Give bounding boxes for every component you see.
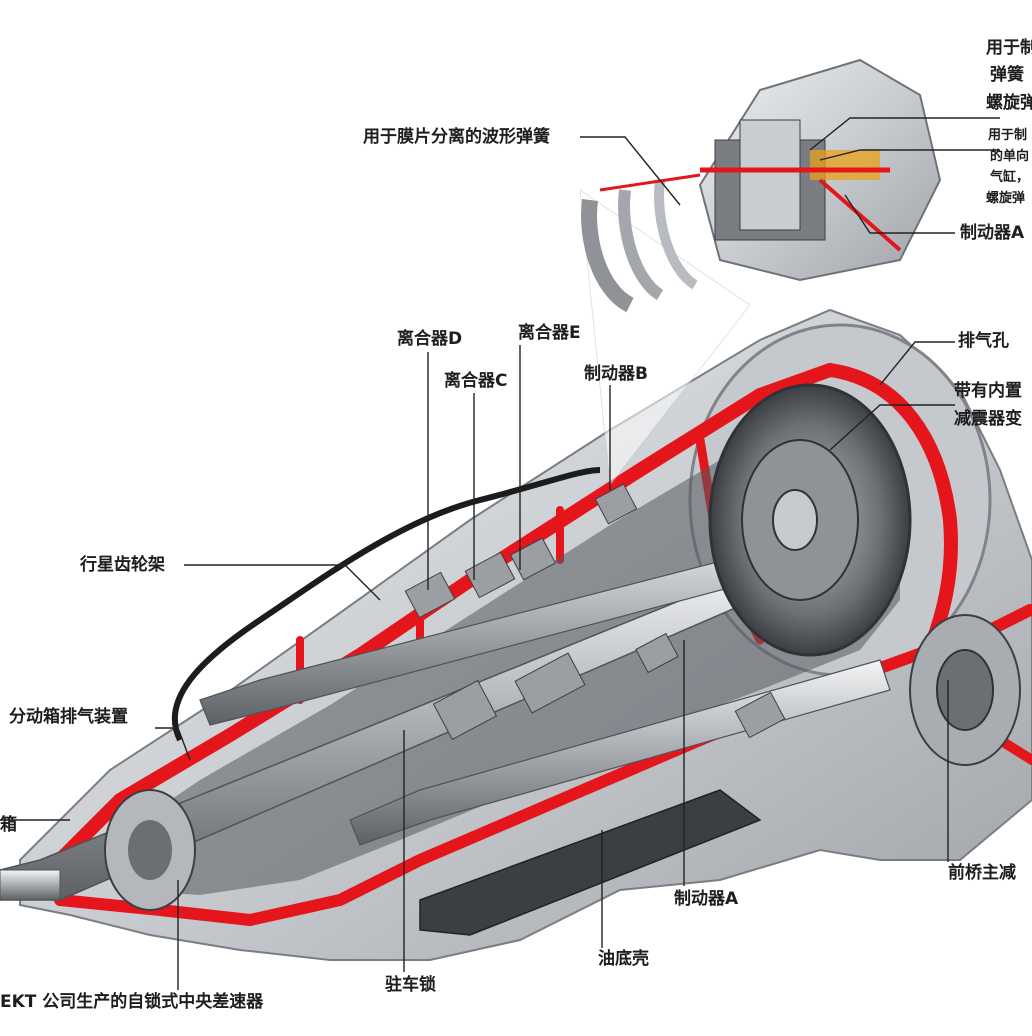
label-park-lock: 驻车锁 <box>385 975 436 995</box>
oil-pan <box>419 789 762 936</box>
label-transfer-vent: 分动箱排气装置 <box>9 707 128 727</box>
label-oneway-line4: 螺旋弹 <box>986 191 1026 206</box>
label-vent-hole: 排气孔 <box>958 331 1009 351</box>
torque-converter <box>708 383 912 657</box>
label-brake-a-bottom: 制动器A <box>674 889 739 909</box>
inset-brake-detail <box>581 58 942 313</box>
label-clutch-c: 离合器C <box>444 371 508 391</box>
center-differential <box>0 789 196 911</box>
label-front-diff: 前桥主减 <box>948 863 1016 883</box>
label-brake-a-inset: 制动器A <box>960 223 1025 243</box>
label-planet-carrier: 行星齿轮架 <box>80 555 165 575</box>
label-brake-spring-line1: 用于制 <box>986 38 1032 58</box>
label-converter-line2: 减震器变 <box>954 409 1022 429</box>
label-wave-spring: 用于膜片分离的波形弹簧 <box>363 127 550 147</box>
label-transfer-case: 箱 <box>0 815 17 835</box>
label-converter-line1: 带有内置 <box>954 381 1022 401</box>
clutch-packs <box>404 483 786 741</box>
label-oneway-line1: 用于制 <box>988 128 1028 143</box>
label-brake-spring-line2: 弹簧 <box>990 65 1024 85</box>
front-axle-differential <box>909 614 1021 766</box>
leader-lines <box>0 117 1000 990</box>
label-oil-pan: 油底壳 <box>598 949 649 969</box>
label-oneway-line3: 气缸， <box>990 170 1030 185</box>
label-center-diff: EKT 公司生产的自锁式中央差速器 <box>0 992 264 1012</box>
label-oneway-line2: 的单向 <box>990 149 1030 164</box>
label-brake-b: 制动器B <box>584 364 648 384</box>
label-clutch-d: 离合器D <box>397 329 463 349</box>
label-clutch-e: 离合器E <box>518 323 581 343</box>
breather-hose <box>171 467 601 742</box>
label-brake-spring-line3: 螺旋弹 <box>986 93 1032 113</box>
